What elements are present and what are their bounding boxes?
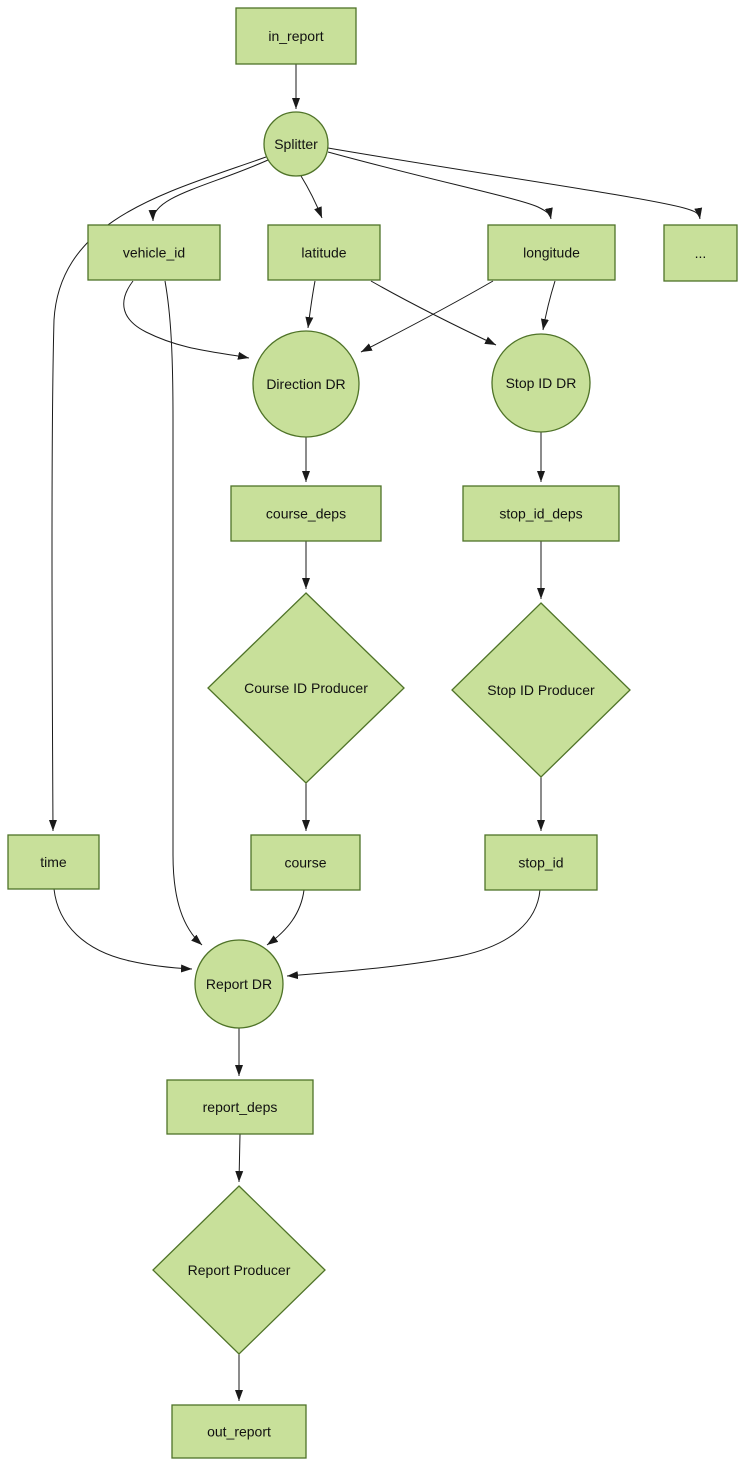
diamond-shape-course_id_producer bbox=[207, 592, 405, 784]
edge-splitter-to-latitude bbox=[300, 175, 323, 219]
node-label-vehicle_id: vehicle_id bbox=[123, 245, 185, 261]
node-dots: ... bbox=[663, 224, 738, 282]
edges-layer bbox=[48, 64, 703, 1401]
rect-shape-course bbox=[250, 834, 361, 891]
node-label-stop_id_deps: stop_id_deps bbox=[499, 506, 582, 522]
node-in_report: in_report bbox=[235, 7, 357, 65]
rect-shape-longitude bbox=[487, 224, 616, 281]
node-label-longitude: longitude bbox=[523, 245, 580, 261]
rect-shape-out_report bbox=[171, 1404, 307, 1459]
rect-shape-latitude bbox=[267, 224, 381, 281]
edge-splitter-to-dots bbox=[327, 147, 703, 220]
edge-splitter-to-longitude bbox=[327, 151, 553, 220]
node-report_producer: Report Producer bbox=[152, 1185, 326, 1355]
rect-shape-course_deps bbox=[230, 485, 382, 542]
edge-latitude-to-stop_id_dr bbox=[370, 280, 497, 346]
node-label-time: time bbox=[40, 854, 67, 870]
node-stop_id_dr: Stop ID DR bbox=[491, 333, 591, 433]
node-course_deps: course_deps bbox=[230, 485, 382, 542]
node-label-stop_id: stop_id bbox=[518, 855, 563, 871]
edge-time-to-report_dr bbox=[53, 888, 193, 973]
node-label-report_producer: Report Producer bbox=[188, 1262, 291, 1278]
circle-shape-stop_id_dr bbox=[491, 333, 591, 433]
node-report_deps: report_deps bbox=[166, 1079, 314, 1135]
edge-splitter-to-time bbox=[48, 156, 267, 832]
edge-course-to-report_dr bbox=[266, 889, 305, 946]
node-label-stop_id_producer: Stop ID Producer bbox=[487, 682, 595, 698]
node-label-course_deps: course_deps bbox=[266, 506, 346, 522]
edge-longitude-to-stop_id_dr bbox=[540, 280, 556, 331]
node-stop_id_producer: Stop ID Producer bbox=[451, 602, 631, 778]
node-direction_dr: Direction DR bbox=[252, 330, 360, 438]
node-label-in_report: in_report bbox=[268, 28, 323, 44]
rect-shape-dots bbox=[663, 224, 738, 282]
node-label-direction_dr: Direction DR bbox=[266, 376, 345, 392]
node-label-dots: ... bbox=[695, 245, 707, 261]
node-label-report_deps: report_deps bbox=[203, 1099, 278, 1115]
circle-shape-direction_dr bbox=[252, 330, 360, 438]
rect-shape-in_report bbox=[235, 7, 357, 65]
rect-shape-stop_id bbox=[484, 834, 598, 891]
node-label-stop_id_dr: Stop ID DR bbox=[506, 375, 577, 391]
node-stop_id_deps: stop_id_deps bbox=[462, 485, 620, 542]
edge-stop_id-to-report_dr bbox=[286, 889, 541, 980]
node-label-latitude: latitude bbox=[301, 245, 346, 261]
node-label-report_dr: Report DR bbox=[206, 976, 272, 992]
edge-longitude-to-direction_dr bbox=[360, 280, 494, 353]
node-time: time bbox=[7, 834, 100, 890]
node-label-splitter: Splitter bbox=[274, 136, 318, 152]
edge-splitter-to-vehicle_id bbox=[148, 159, 269, 222]
node-vehicle_id: vehicle_id bbox=[87, 224, 221, 281]
node-course: course bbox=[250, 834, 361, 891]
node-stop_id: stop_id bbox=[484, 834, 598, 891]
node-out_report: out_report bbox=[171, 1404, 307, 1459]
rect-shape-time bbox=[7, 834, 100, 890]
node-label-course_id_producer: Course ID Producer bbox=[244, 680, 368, 696]
edge-report_deps-to-report_producer bbox=[235, 1133, 244, 1183]
circle-shape-splitter bbox=[263, 111, 329, 177]
rect-shape-stop_id_deps bbox=[462, 485, 620, 542]
node-label-course: course bbox=[284, 855, 326, 871]
diamond-shape-stop_id_producer bbox=[451, 602, 631, 778]
edge-vehicle_id-to-report_dr bbox=[164, 280, 203, 946]
node-splitter: Splitter bbox=[263, 111, 329, 177]
node-latitude: latitude bbox=[267, 224, 381, 281]
edge-latitude-to-direction_dr bbox=[305, 280, 316, 329]
rect-shape-report_deps bbox=[166, 1079, 314, 1135]
rect-shape-vehicle_id bbox=[87, 224, 221, 281]
node-report_dr: Report DR bbox=[194, 939, 284, 1029]
edge-vehicle_id-to-direction_dr bbox=[123, 280, 250, 360]
node-longitude: longitude bbox=[487, 224, 616, 281]
circle-shape-report_dr bbox=[194, 939, 284, 1029]
diamond-shape-report_producer bbox=[152, 1185, 326, 1355]
node-label-out_report: out_report bbox=[207, 1424, 271, 1440]
node-course_id_producer: Course ID Producer bbox=[207, 592, 405, 784]
